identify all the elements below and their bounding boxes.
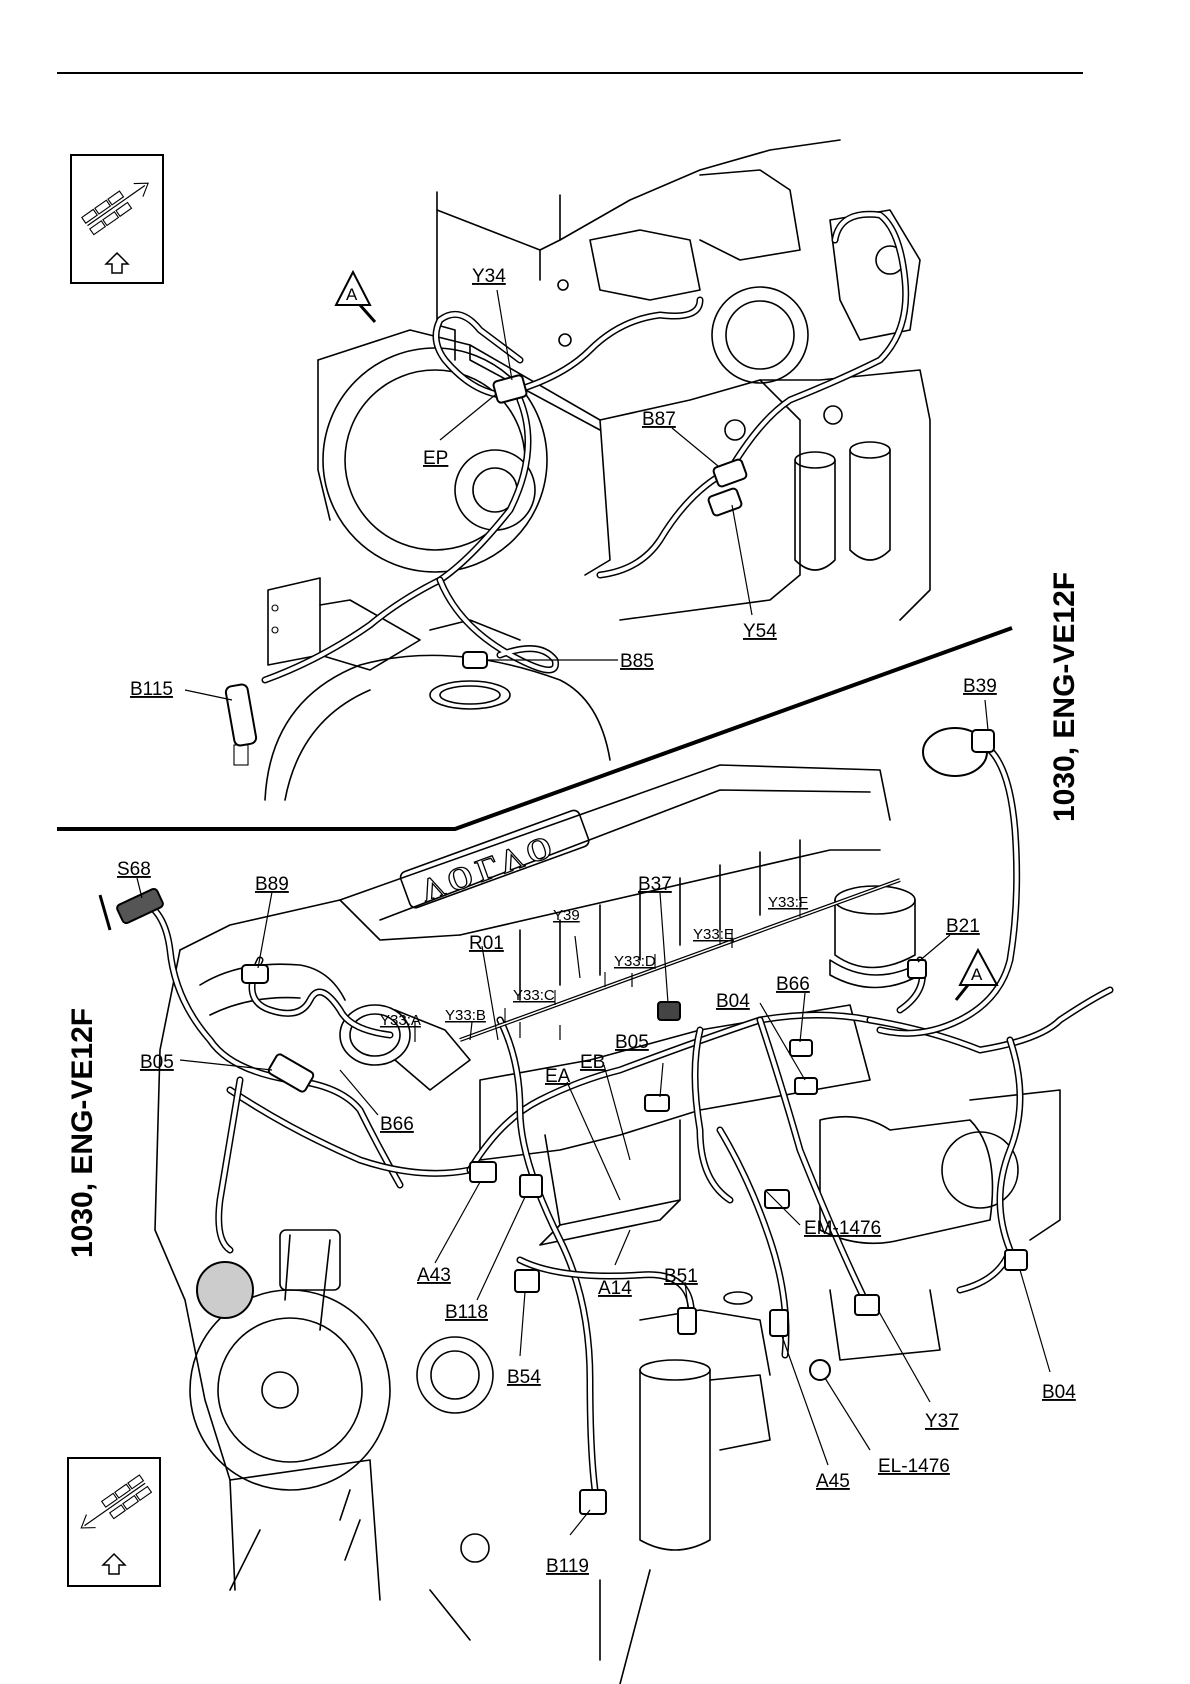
label-b118: B118 — [445, 1302, 488, 1323]
connector-a43 — [470, 1162, 496, 1182]
connector-b87 — [712, 458, 747, 487]
connector-b54 — [515, 1270, 539, 1292]
brand-lettering: VOLVO — [416, 827, 563, 910]
label-b87: B87 — [642, 409, 676, 430]
label-b21: B21 — [946, 916, 980, 937]
connector-y54 — [707, 487, 742, 516]
label-el1476: EL-1476 — [878, 1456, 950, 1477]
connector-b85 — [463, 652, 487, 668]
label-b04-right: B04 — [1042, 1382, 1076, 1403]
label-y54: Y54 — [743, 621, 777, 642]
label-y33f: Y33:F — [768, 894, 808, 911]
component-labels: Y34 EP B87 Y54 B85 B115 B39 S68 B89 B37 … — [117, 266, 1076, 1577]
connector-b115 — [225, 684, 257, 747]
section-code-upper: 1030, ENG-VE12F — [1048, 572, 1081, 822]
label-b51: B51 — [664, 1266, 698, 1287]
label-b66-top: B66 — [776, 974, 810, 995]
label-b05-left: B05 — [140, 1052, 174, 1073]
connector-b89 — [242, 965, 268, 983]
label-s68: S68 — [117, 859, 151, 880]
connector-b119 — [580, 1490, 606, 1514]
label-b54: B54 — [507, 1367, 541, 1388]
connector-b66-top — [790, 1040, 812, 1056]
view-marker-upper: A — [346, 285, 358, 304]
connector-b118 — [520, 1175, 542, 1197]
label-ep: EP — [423, 448, 448, 469]
view-divider — [57, 628, 1012, 829]
orientation-icon-upper — [71, 155, 163, 283]
connector-b05-mid — [645, 1095, 669, 1111]
label-b05-mid: B05 — [615, 1032, 649, 1053]
connector-b05-left — [267, 1053, 314, 1093]
connector-a45 — [770, 1310, 788, 1336]
label-b115: B115 — [130, 679, 173, 700]
upper-wiring-harness — [265, 214, 906, 680]
label-y33a: Y33:A — [380, 1012, 421, 1029]
connector-em1476 — [765, 1190, 789, 1208]
connector-el1476 — [810, 1360, 830, 1380]
connector-b51 — [678, 1308, 696, 1334]
label-y39: Y39 — [553, 907, 580, 924]
connector-b37 — [658, 1002, 680, 1020]
lower-engine-drawing: VOLVO — [155, 765, 1060, 1684]
view-marker-lower: A — [971, 965, 983, 984]
label-b89: B89 — [255, 874, 289, 895]
label-y33b: Y33:B — [445, 1007, 486, 1024]
label-y33c: Y33:C — [513, 987, 555, 1004]
label-y33d: Y33:D — [614, 953, 656, 970]
upper-engine-drawing — [265, 140, 930, 800]
label-b119: B119 — [546, 1556, 589, 1577]
lower-connectors: A — [100, 728, 1027, 1514]
upper-connectors: A — [225, 272, 748, 765]
connector-b21 — [908, 960, 926, 978]
label-a43: A43 — [417, 1265, 451, 1286]
label-r01: R01 — [469, 933, 504, 954]
connector-y37 — [855, 1295, 879, 1315]
label-ea: EA — [545, 1066, 571, 1087]
label-b66-bottom: B66 — [380, 1114, 414, 1135]
orientation-icon-lower — [68, 1458, 160, 1586]
label-y34: Y34 — [472, 266, 506, 287]
label-y37: Y37 — [925, 1411, 959, 1432]
label-a45: A45 — [816, 1471, 850, 1492]
label-em1476: EM-1476 — [804, 1218, 881, 1239]
connector-b04-top — [795, 1078, 817, 1094]
connector-b04-right — [1005, 1250, 1027, 1270]
label-a14: A14 — [598, 1278, 632, 1299]
label-b04-top: B04 — [716, 991, 750, 1012]
label-b37: B37 — [638, 874, 672, 895]
label-eb: EB — [580, 1052, 605, 1073]
label-b39: B39 — [963, 676, 997, 697]
label-b85: B85 — [620, 651, 654, 672]
label-y33e: Y33:E — [693, 926, 734, 943]
sensor-lower-left — [197, 1262, 253, 1318]
section-code-lower: 1030, ENG-VE12F — [66, 1008, 99, 1258]
